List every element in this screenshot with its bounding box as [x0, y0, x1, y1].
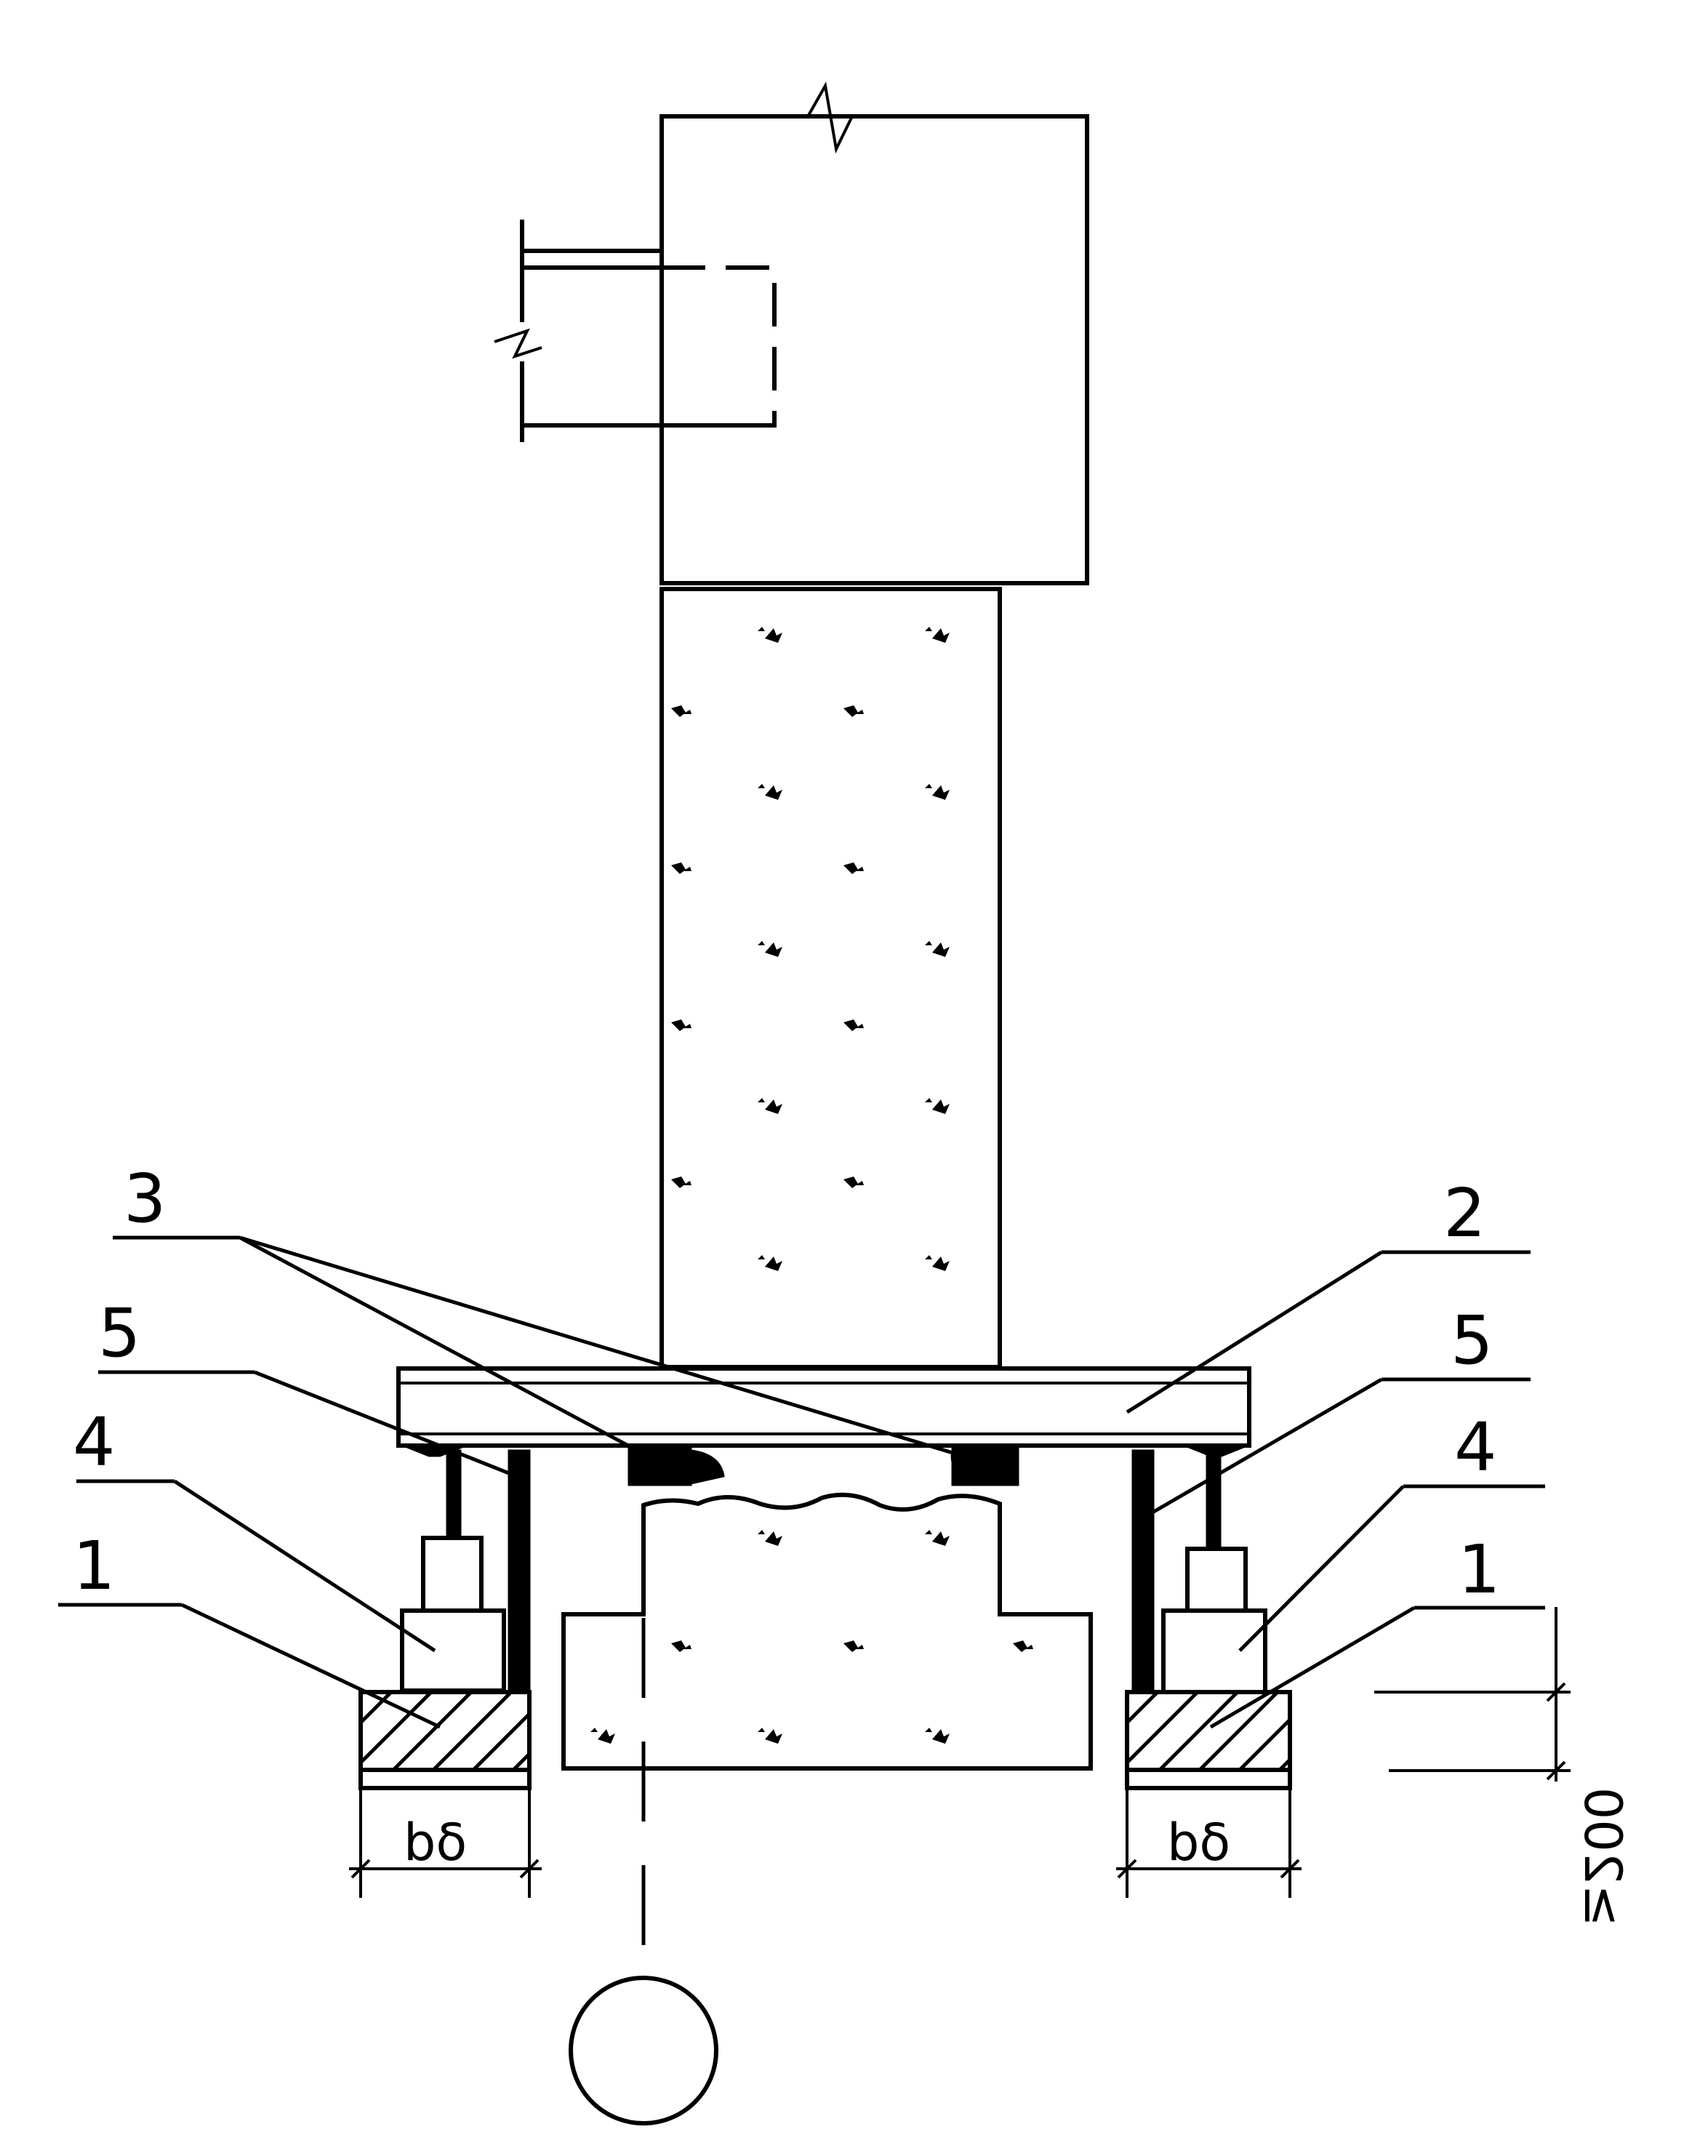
dimension-lines: [349, 1607, 1571, 1898]
aggregate-mark: [758, 1098, 782, 1114]
left-support: [273, 1444, 532, 1790]
right-footing-hatch: [1040, 1692, 1290, 1770]
hatch-line: [512, 1751, 529, 1770]
aggregate-mark: [925, 1530, 950, 1546]
hatch-line: [1040, 1692, 1118, 1770]
bearing-plates: [628, 1447, 1019, 1486]
steel-cross-beam: [396, 1366, 1251, 1448]
aggregate-mark: [925, 1728, 950, 1744]
aggregate-mark: [758, 941, 782, 957]
aggregate-mark: [671, 705, 691, 717]
aggregate-mark: [671, 1177, 691, 1188]
aggregate-mark: [843, 1640, 864, 1652]
aggregate-mark: [843, 1019, 864, 1031]
leader-lines: [58, 1235, 1545, 1729]
label-5-right: 5: [1451, 1302, 1494, 1379]
dim-width-left: bδ: [404, 1813, 467, 1872]
aggregate-mark: [758, 1530, 782, 1546]
label-4-right: 4: [1454, 1408, 1497, 1486]
concrete-aggregate-marks: [671, 627, 950, 1271]
existing-beam-stub: [494, 220, 777, 442]
left-footing-hatch: [273, 1692, 529, 1770]
label-4-left: 4: [73, 1403, 116, 1481]
hatch-line: [361, 1692, 393, 1726]
right-support: [1040, 1444, 1292, 1790]
aggregate-mark: [925, 941, 950, 957]
aggregate-mark: [925, 1255, 950, 1271]
foundation-aggregate-marks: [590, 1530, 1033, 1744]
aggregate-mark: [758, 627, 782, 643]
hatch-line: [1127, 1692, 1199, 1766]
aggregate-mark: [671, 1019, 691, 1031]
aggregate-mark: [925, 784, 950, 800]
item-labels: 3 2 5 5 4 4 1 1: [73, 1160, 1501, 1608]
aggregate-mark: [843, 862, 864, 874]
dimension-labels: bδ bδ ≥200: [404, 1787, 1632, 1927]
existing-foundation: [561, 1492, 1093, 1771]
aggregate-mark: [843, 1177, 864, 1188]
aggregate-mark: [1013, 1640, 1033, 1652]
hatch-line: [1158, 1692, 1239, 1770]
label-5-left: 5: [98, 1294, 141, 1372]
aggregate-mark: [925, 627, 950, 643]
hatch-line: [432, 1692, 513, 1770]
aggregate-mark: [758, 784, 782, 800]
label-1-left: 1: [73, 1527, 116, 1605]
aggregate-mark: [590, 1728, 615, 1744]
upper-column: [659, 81, 1089, 585]
dim-height-right: ≥200: [1573, 1787, 1632, 1927]
aggregate-mark: [671, 1640, 691, 1652]
label-3: 3: [124, 1160, 167, 1238]
aggregate-mark: [758, 1255, 782, 1271]
hatch-line: [472, 1711, 529, 1770]
hatch-line: [361, 1692, 433, 1766]
aggregate-mark: [925, 1098, 950, 1114]
hatch-line: [1127, 1692, 1159, 1726]
hatch-line: [392, 1692, 473, 1770]
hatch-line: [273, 1692, 351, 1770]
aggregate-mark: [758, 1728, 782, 1744]
concrete-column: [659, 587, 1002, 1369]
center-axis: [569, 1618, 718, 2125]
dim-width-right: bδ: [1167, 1813, 1230, 1872]
aggregate-mark: [843, 705, 864, 717]
hatch-line: [1198, 1692, 1279, 1770]
label-2: 2: [1443, 1174, 1486, 1252]
label-1-right: 1: [1458, 1531, 1501, 1608]
aggregate-mark: [671, 862, 691, 874]
hatch-line: [1238, 1717, 1290, 1770]
